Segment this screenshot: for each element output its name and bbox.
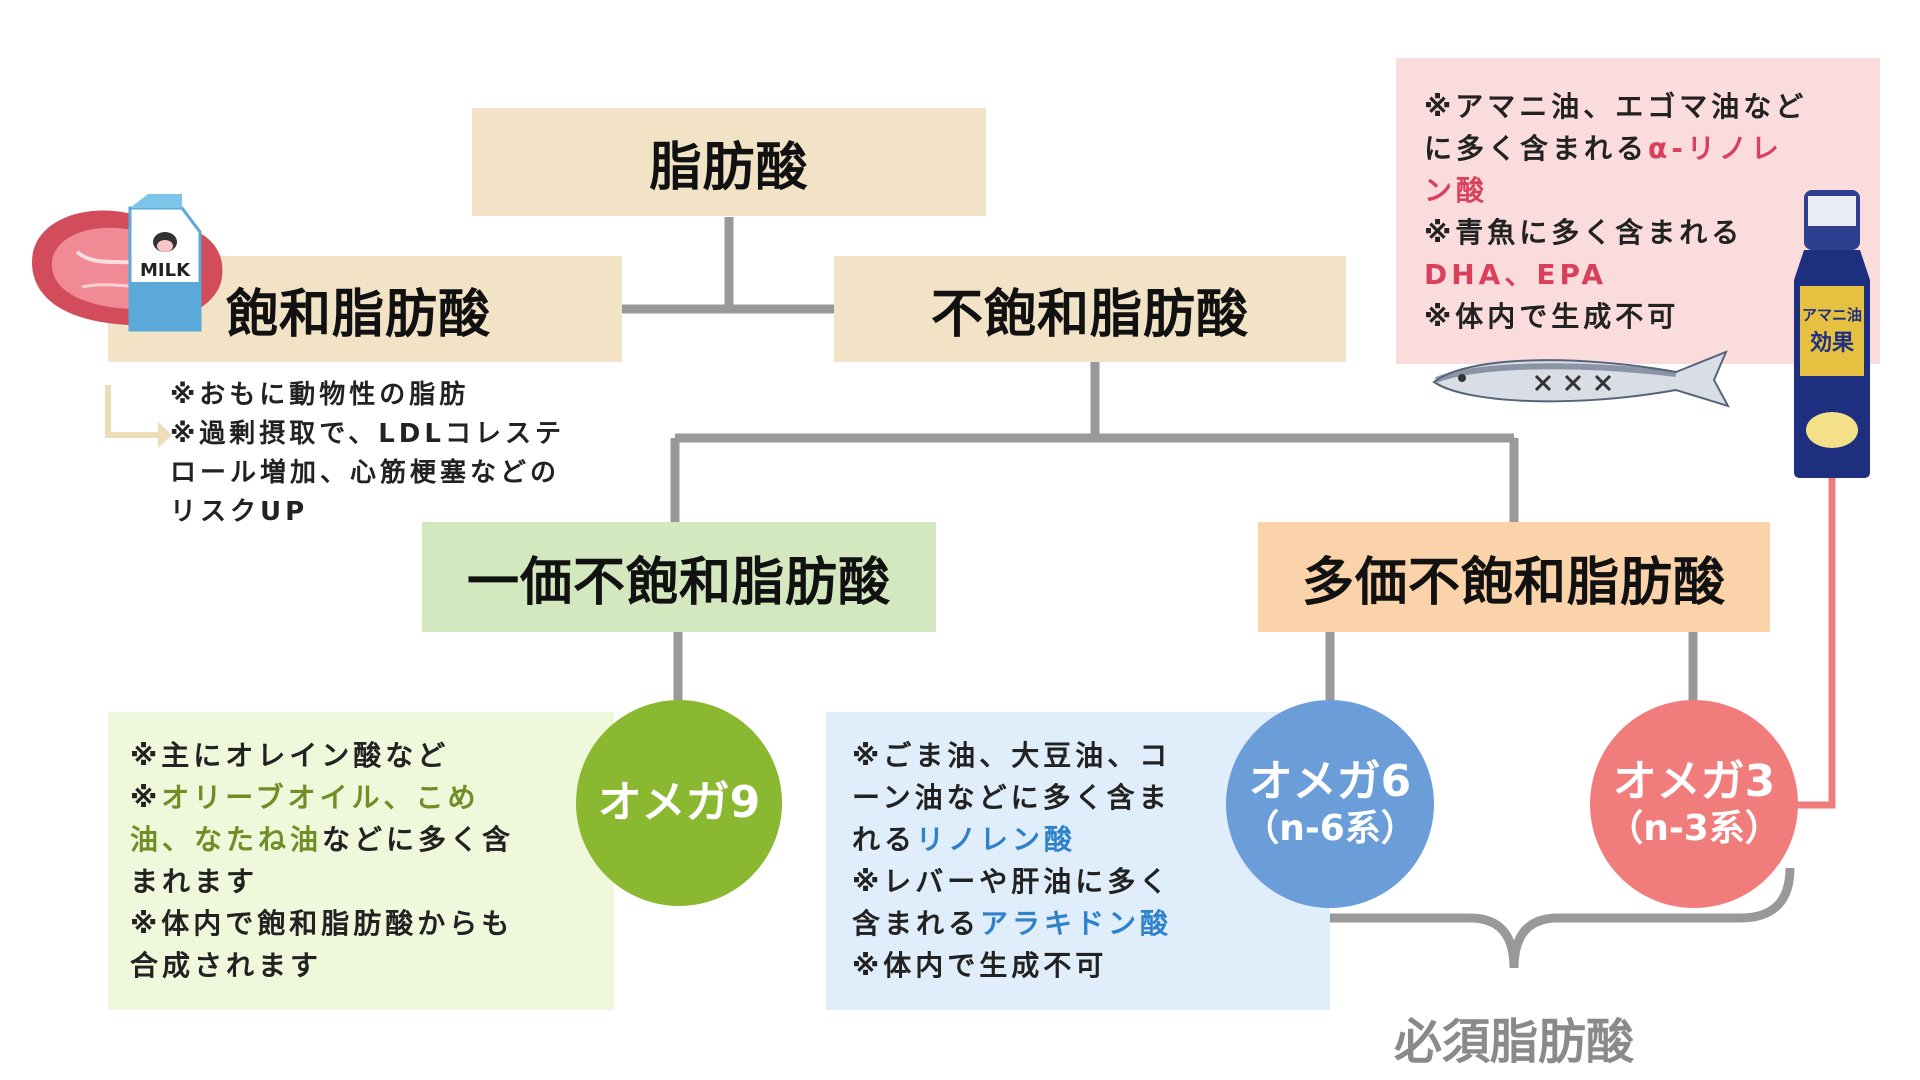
dha-epa-highlight: DHA、EPA — [1424, 258, 1608, 291]
milk-label: MILK — [140, 260, 191, 281]
omega9-note: ※主にオレイン酸など ※オリーブオイル、こめ 油、なたね油などに多く含 まれます… — [130, 735, 600, 987]
omega3-label: オメガ3 — [1612, 756, 1776, 807]
omega6-label: オメガ6 — [1248, 756, 1412, 807]
saturated-note-line: ※おもに動物性の脂肪 — [170, 380, 470, 410]
monounsaturated-node: 一価不飽和脂肪酸 — [422, 522, 936, 632]
essential-fatty-acids-label: 必須脂肪酸 — [1393, 1014, 1634, 1070]
omega9-note-text: ※ — [130, 781, 162, 814]
flaxseed-oil-bottle-illustration: アマニ油 効果 — [1794, 190, 1870, 478]
omega6-note: ※ごま油、大豆油、コ ーン油などに多く含ま れるリノレン酸 ※レバーや肝油に多く… — [852, 735, 1212, 987]
omega3-note-line: ※体内で生成不可 — [1424, 300, 1680, 333]
omega6-note-line: ※レバーや肝油に多く — [852, 865, 1172, 898]
unsaturated-node: 不飽和脂肪酸 — [834, 256, 1346, 362]
omega9-note-line: ※主にオレイン酸など — [130, 739, 450, 772]
omega6-note-line: ーン油などに多く含ま — [852, 781, 1171, 814]
bottle-label: 効果 — [1810, 330, 1854, 356]
omega3-sublabel: （n-3系） — [1607, 808, 1781, 849]
omega9-note-line: まれます — [130, 865, 259, 898]
omega3-note-line: ※アマニ油、エゴマ油など — [1424, 90, 1808, 123]
polyunsaturated-label: 多価不飽和脂肪酸 — [1301, 552, 1726, 613]
omega9-note-line: 合成されます — [130, 949, 323, 982]
omega3-note-line: ※青魚に多く含まれる — [1424, 216, 1744, 249]
omega9-oil-highlight: 油、なたね油 — [130, 823, 323, 856]
omega9-note-text: などに多く含 — [322, 823, 515, 856]
bottle-label: アマニ油 — [1802, 306, 1862, 324]
saturated-label: 飽和脂肪酸 — [226, 284, 492, 345]
omega6-note-line: ※ごま油、大豆油、コ — [852, 739, 1172, 772]
omega3-note: ※アマニ油、エゴマ油など に多く含まれるα-リノレ ン酸 ※青魚に多く含まれる … — [1424, 86, 1864, 338]
omega6-note-line: ※体内で生成不可 — [852, 949, 1108, 982]
omega6-note-text: 含まれる — [852, 907, 981, 940]
saturated-note-line: リスクUP — [170, 497, 309, 527]
linoleic-acid-highlight: リノレン酸 — [916, 823, 1077, 856]
monounsaturated-label: 一価不飽和脂肪酸 — [466, 552, 891, 613]
omega6-circle: オメガ6 （n-6系） — [1226, 700, 1434, 908]
saturated-note-line: ロール増加、心筋梗塞などの — [170, 458, 561, 488]
omega6-sublabel: （n-6系） — [1243, 808, 1417, 849]
milk-carton-icon: MILK — [128, 194, 202, 332]
omega3-link-line — [1797, 474, 1836, 809]
saturated-note: ※おもに動物性の脂肪 ※過剰摂取で、LDLコレステ ロール増加、心筋梗塞などの … — [170, 376, 640, 532]
fish-illustration — [1432, 350, 1731, 408]
omega9-label: オメガ9 — [597, 777, 761, 828]
omega3-circle: オメガ3 （n-3系） — [1590, 700, 1798, 908]
omega9-note-panel — [108, 712, 614, 1010]
unsaturated-label: 不飽和脂肪酸 — [930, 284, 1249, 345]
omega9-oil-highlight: オリーブオイル、こめ — [161, 781, 480, 814]
alpha-linolenic-highlight: α-リノレ — [1648, 132, 1783, 165]
arachidonic-acid-highlight: アラキドン酸 — [980, 907, 1173, 940]
fatty-acid-label: 脂肪酸 — [649, 137, 809, 198]
meat-milk-illustration: MILK — [32, 194, 223, 332]
saturated-note-line: ※過剰摂取で、LDLコレステ — [170, 419, 565, 449]
fish-icon — [1432, 350, 1731, 408]
note-arrow — [105, 385, 158, 438]
fatty-acid-node: 脂肪酸 — [472, 108, 986, 216]
alpha-linolenic-highlight: ン酸 — [1424, 174, 1489, 207]
oil-bottle-icon — [1794, 190, 1870, 478]
omega6-note-text: れる — [852, 823, 917, 856]
omega9-circle: オメガ9 — [576, 700, 782, 906]
omega3-note-text: に多く含まれる — [1424, 132, 1649, 165]
polyunsaturated-node: 多価不飽和脂肪酸 — [1258, 522, 1770, 632]
omega9-note-line: ※体内で飽和脂肪酸からも — [130, 907, 514, 940]
